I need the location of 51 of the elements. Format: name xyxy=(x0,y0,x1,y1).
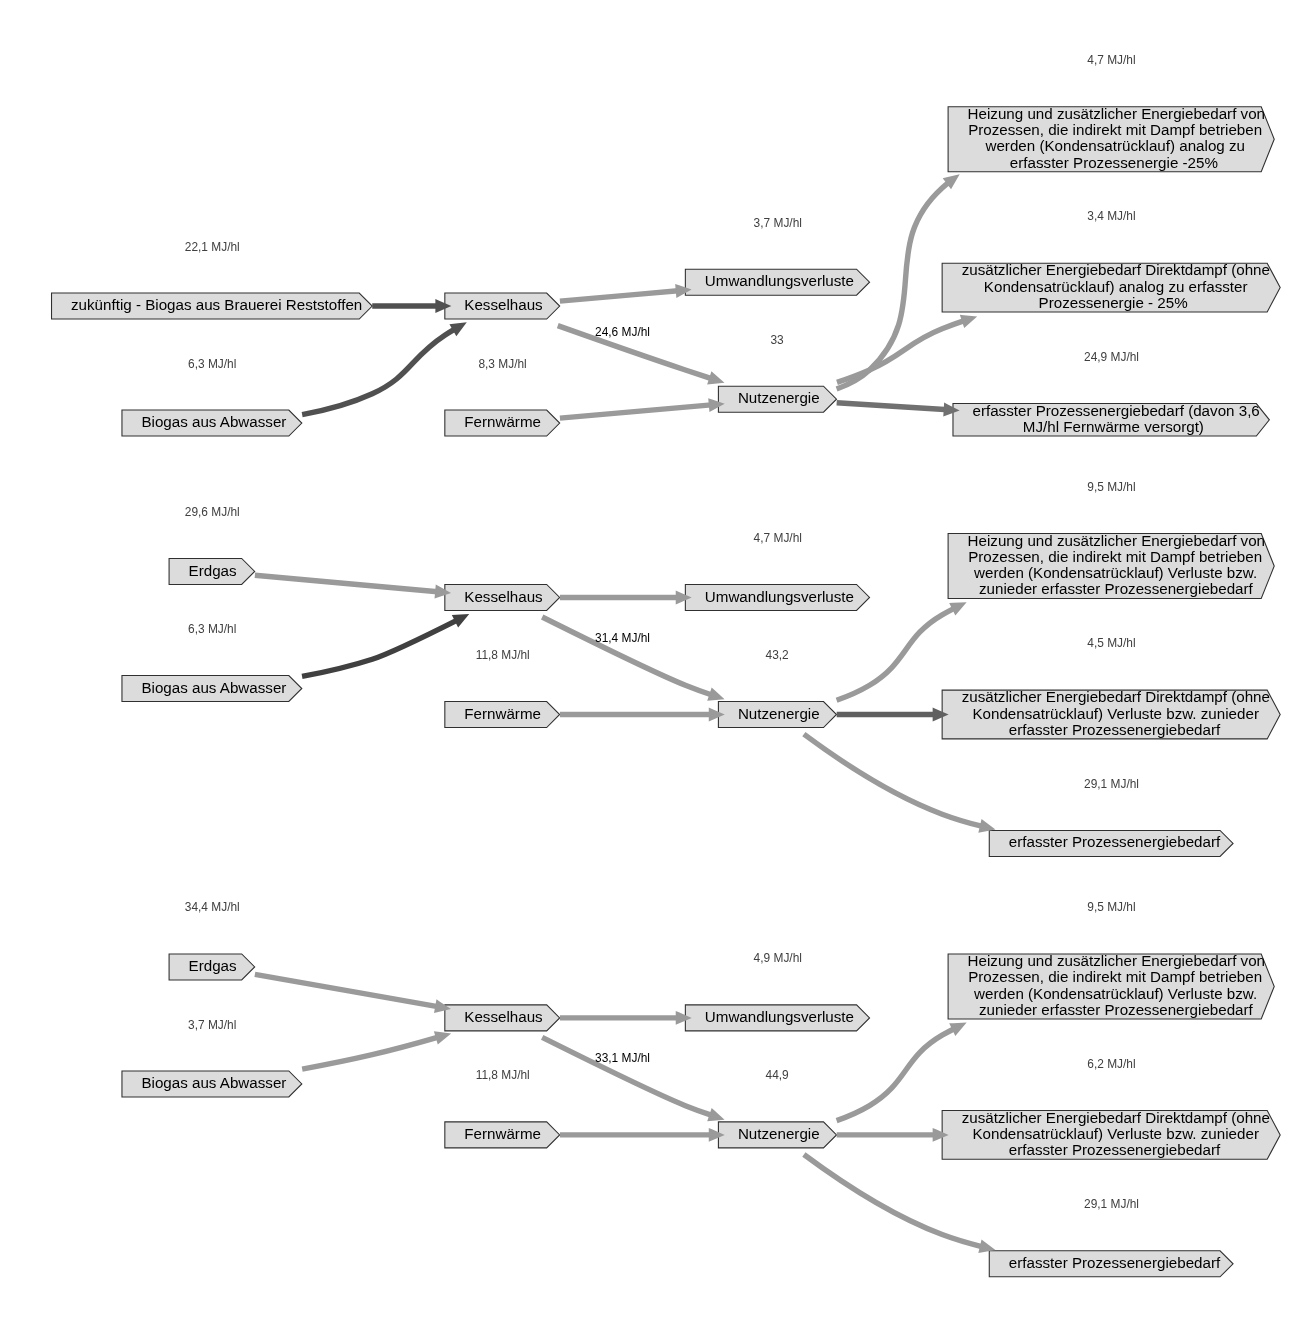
node-label: 3,4 MJ/hl xyxy=(1087,209,1136,224)
arrow xyxy=(559,707,725,722)
arrow xyxy=(301,614,470,680)
arrow xyxy=(254,572,452,599)
node-label: 33 xyxy=(770,332,784,347)
arrow xyxy=(559,398,725,421)
arrow xyxy=(836,707,949,722)
arrow xyxy=(559,1127,725,1142)
edge-label: 33,1 MJ/hl xyxy=(595,1051,650,1066)
edge-label: 31,4 MJ/hl xyxy=(595,630,650,645)
node-label: 34,4 MJ/hl xyxy=(184,900,240,915)
node-label: 44,9 xyxy=(765,1068,789,1083)
node-label: 29,6 MJ/hl xyxy=(184,505,240,520)
arrow xyxy=(802,1152,996,1254)
node-label: 4,7 MJ/hl xyxy=(753,531,802,546)
arrow xyxy=(835,1022,967,1124)
arrow xyxy=(802,731,996,833)
node-label: 3,7 MJ/hl xyxy=(753,215,802,230)
arrow xyxy=(540,1034,725,1122)
arrow xyxy=(540,614,725,701)
arrow xyxy=(254,971,451,1014)
node-label: 6,3 MJ/hl xyxy=(188,622,237,637)
node-label: 43,2 xyxy=(765,648,789,663)
arrow xyxy=(556,323,725,385)
node-label: 29,1 MJ/hl xyxy=(1084,776,1140,791)
edge-label: 24,6 MJ/hl xyxy=(595,325,650,340)
arrow xyxy=(559,1010,692,1025)
arrow xyxy=(835,174,960,392)
arrow xyxy=(301,322,467,418)
arrow xyxy=(836,400,960,417)
node-label: 4,7 MJ/hl xyxy=(1087,53,1136,68)
node-label: 22,1 MJ/hl xyxy=(184,239,240,254)
node-label: 8,3 MJ/hl xyxy=(478,356,527,371)
node-label: 11,8 MJ/hl xyxy=(475,1068,530,1083)
arrow xyxy=(835,602,967,703)
arrow xyxy=(836,314,978,385)
node-label: 11,8 MJ/hl xyxy=(475,648,530,663)
node-label: 6,3 MJ/hl xyxy=(188,356,237,371)
arrow xyxy=(372,299,452,314)
arrow xyxy=(559,590,692,605)
arrow xyxy=(559,284,692,304)
node-label: 4,5 MJ/hl xyxy=(1087,636,1136,651)
node-label: 24,9 MJ/hl xyxy=(1084,350,1140,365)
node-label: 6,2 MJ/hl xyxy=(1087,1056,1136,1071)
arrow xyxy=(301,1031,452,1072)
node-label: 3,7 MJ/hl xyxy=(188,1017,237,1032)
node-label: 9,5 MJ/hl xyxy=(1087,900,1136,915)
arrow xyxy=(836,1127,949,1142)
node-label: 29,1 MJ/hl xyxy=(1084,1197,1140,1212)
node-label: 4,9 MJ/hl xyxy=(753,951,802,966)
node-label: 9,5 MJ/hl xyxy=(1087,480,1136,495)
